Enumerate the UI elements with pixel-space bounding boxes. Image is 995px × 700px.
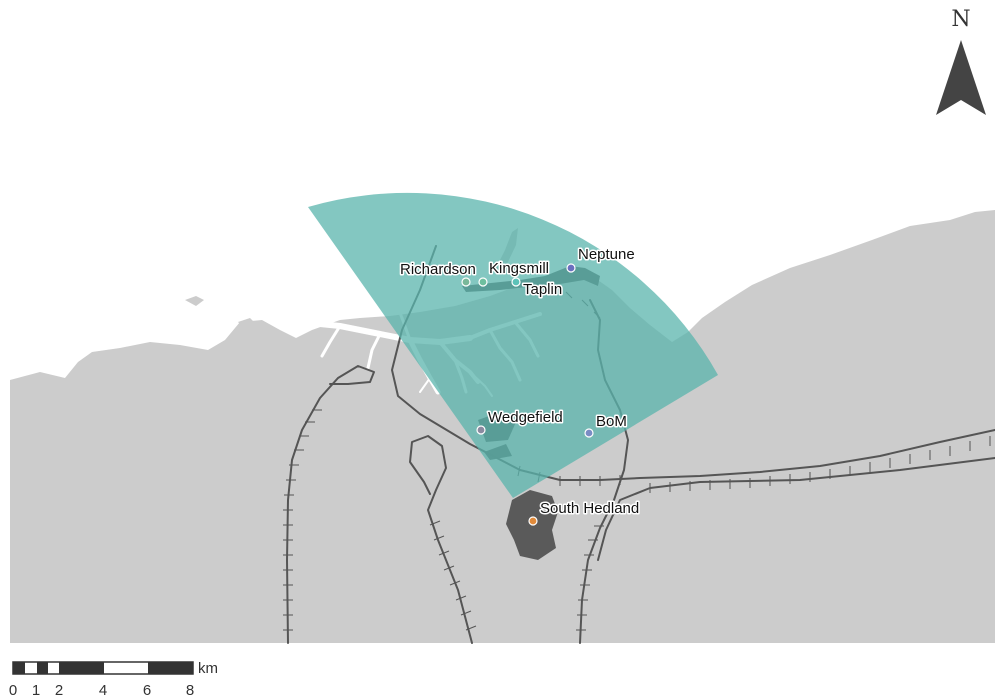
railway-central	[409, 435, 473, 644]
site-marker-neptune	[566, 263, 576, 273]
site-marker-kingsmill	[478, 277, 488, 287]
scale-tick-label: 2	[55, 682, 63, 699]
site-label-wedgefield: Wedgefield	[488, 409, 563, 426]
site-marker-richardson	[461, 277, 471, 287]
north-letter: N	[951, 7, 970, 32]
scale-segment	[59, 662, 104, 674]
scale-unit: km	[198, 660, 218, 677]
site-label-bom: BoM	[596, 413, 627, 430]
site-marker-bom	[584, 428, 594, 438]
scale-bar: km 0 1 2 4 6 8	[9, 660, 218, 699]
site-label-taplin: Taplin	[523, 281, 562, 298]
site-labels: Richardson Kingsmill Taplin Neptune Wedg…	[399, 245, 641, 519]
north-arrow-icon	[936, 40, 986, 115]
wind-sector	[308, 192, 718, 498]
site-marker-wedgefield	[476, 425, 486, 435]
scale-tick-label: 4	[99, 682, 107, 699]
scale-segment	[37, 662, 48, 674]
site-label-kingsmill: Kingsmill	[489, 260, 549, 277]
site-marker-south-hedland	[528, 516, 538, 526]
scale-tick-label: 8	[186, 682, 194, 699]
coastal-island	[185, 296, 204, 306]
scale-tick-label: 1	[32, 682, 40, 699]
scale-segment	[13, 662, 25, 674]
railway-southeast	[597, 457, 995, 561]
site-label-richardson: Richardson	[400, 261, 476, 278]
site-label-south-hedland: South Hedland	[540, 500, 639, 517]
site-markers	[461, 263, 594, 526]
site-label-neptune: Neptune	[578, 246, 635, 263]
scale-tick-label: 6	[143, 682, 151, 699]
site-marker-taplin	[511, 277, 521, 287]
north-arrow: N	[936, 7, 986, 115]
scale-tick-label: 0	[9, 682, 17, 699]
scale-segment	[148, 662, 193, 674]
coastal-island	[238, 318, 258, 330]
